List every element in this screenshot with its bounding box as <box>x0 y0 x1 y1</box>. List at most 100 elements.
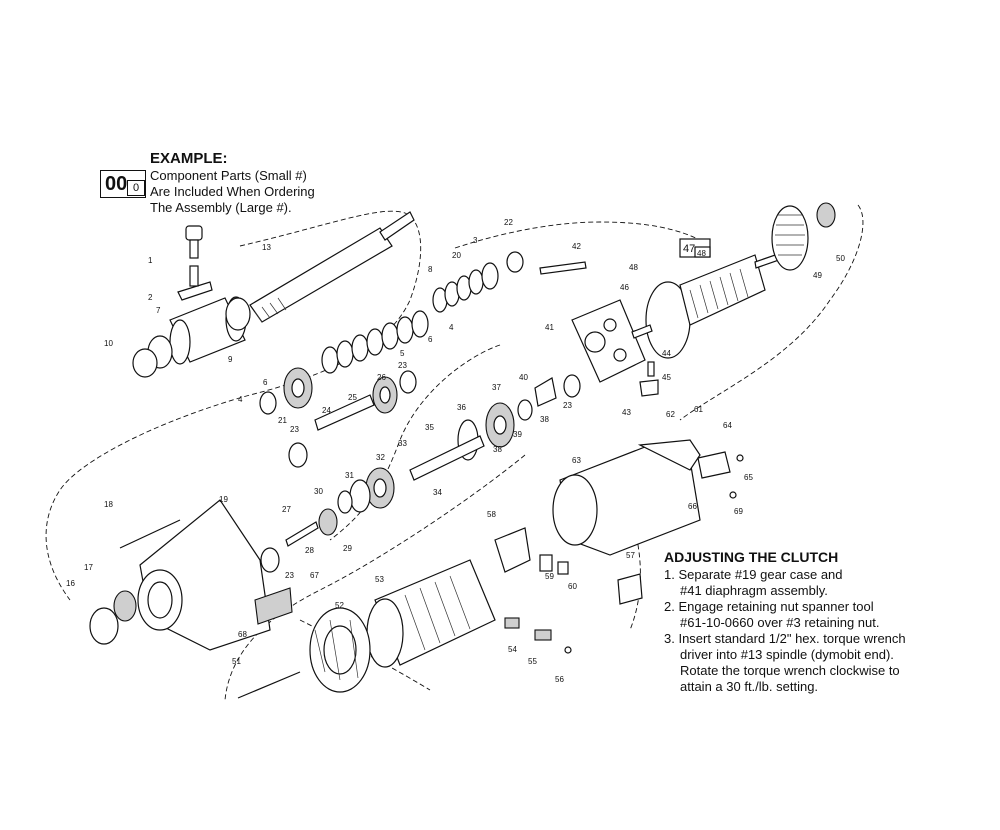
callout-20: 20 <box>452 251 461 260</box>
callout-38: 38 <box>493 445 502 454</box>
part-65-screw <box>736 454 744 462</box>
callout-55: 55 <box>528 657 537 666</box>
part-44-spring <box>647 361 655 377</box>
part-23-bearing <box>563 374 581 398</box>
part-64-cover <box>697 451 731 479</box>
callout-10: 10 <box>104 339 113 348</box>
part-60-contact <box>557 561 569 575</box>
callout-57: 57 <box>626 551 635 560</box>
clutch-step-line: 2. Engage retaining nut spanner tool <box>664 599 874 614</box>
part-23-bearing <box>399 370 417 394</box>
part-26-gear <box>372 376 398 414</box>
part-63-motor-housing <box>552 444 701 556</box>
callout-34: 34 <box>433 488 442 497</box>
callout-53: 53 <box>375 575 384 584</box>
part-69-screw <box>729 491 737 499</box>
callout-23: 23 <box>290 425 299 434</box>
callout-35: 35 <box>425 423 434 432</box>
part-51-screw <box>237 671 301 699</box>
assembly-guide-line <box>45 210 422 601</box>
callout-56: 56 <box>555 675 564 684</box>
part-16-ring <box>89 607 119 645</box>
part-52-stator <box>309 607 371 693</box>
part-41-diaphragm <box>571 299 646 383</box>
part-58-switch <box>494 527 531 573</box>
callout-13: 13 <box>262 243 271 252</box>
callout-58: 58 <box>487 510 496 519</box>
callout-5: 5 <box>400 349 405 358</box>
callout-69: 69 <box>734 507 743 516</box>
example-line: The Assembly (Large #). <box>150 200 292 215</box>
assembly-tag-big: 47 <box>683 243 695 255</box>
callout-50: 50 <box>836 254 845 263</box>
example-small-number: 0 <box>127 180 145 196</box>
part-42-key <box>539 261 587 275</box>
callout-59: 59 <box>545 572 554 581</box>
clutch-step-line: 1. Separate #19 gear case and <box>664 567 843 582</box>
callout-21: 21 <box>278 416 287 425</box>
part-40-plate <box>534 377 557 407</box>
callout-54: 54 <box>508 645 517 654</box>
callout-63: 63 <box>572 456 581 465</box>
callout-18: 18 <box>104 500 113 509</box>
part-57-switch-block <box>617 573 643 605</box>
callout-23: 23 <box>398 361 407 370</box>
part-23-bearing <box>288 442 308 468</box>
part-47-armature <box>631 253 780 359</box>
clutch-step-line: #41 diaphragm assembly. <box>680 583 828 598</box>
part-31-clutch <box>349 479 371 513</box>
part-68-nameplate <box>254 587 293 625</box>
callout-51: 51 <box>232 657 241 666</box>
callout-37: 37 <box>492 383 501 392</box>
callout-43: 43 <box>622 408 631 417</box>
part-53-field-housing <box>366 559 496 668</box>
callout-4: 4 <box>238 395 243 404</box>
callout-44: 44 <box>662 349 671 358</box>
callout-39: 39 <box>513 430 522 439</box>
part-45-clip <box>639 379 659 397</box>
callout-36: 36 <box>457 403 466 412</box>
callout-30: 30 <box>314 487 323 496</box>
callout-40: 40 <box>519 373 528 382</box>
callout-66: 66 <box>688 502 697 511</box>
part-49-fan-housing <box>771 205 809 271</box>
callout-4: 4 <box>449 323 454 332</box>
example-assembly-box: 00 0 <box>100 170 146 198</box>
callout-7: 7 <box>156 306 161 315</box>
assembly-tag-47-48: 47 48 <box>679 238 711 258</box>
callout-33: 33 <box>398 439 407 448</box>
example-line: Are Included When Ordering <box>150 184 315 199</box>
callout-49: 49 <box>813 271 822 280</box>
callout-1: 1 <box>148 256 153 265</box>
washer-stack-upper <box>432 251 524 313</box>
assembly-guide-line <box>224 454 526 701</box>
callout-3: 3 <box>473 236 478 245</box>
callout-52: 52 <box>335 601 344 610</box>
part-23-bearing <box>260 547 280 573</box>
part-13-spindle <box>249 211 415 323</box>
callout-17: 17 <box>84 563 93 572</box>
part-29-gear <box>318 508 338 536</box>
part-24-shaft <box>314 394 375 431</box>
part-56-screw <box>564 646 572 654</box>
assembly-guide-line <box>679 204 864 421</box>
part-54-brush <box>504 617 520 629</box>
callout-48: 48 <box>629 263 638 272</box>
example-title: EXAMPLE: <box>150 150 228 167</box>
callout-24: 24 <box>322 406 331 415</box>
part-30-washer <box>337 490 353 514</box>
part-19-gear-case <box>137 499 271 651</box>
part-17-bearing <box>113 590 137 622</box>
washer-stack-middle <box>321 310 429 374</box>
part-61-handle <box>637 439 701 471</box>
clutch-step-line: driver into #13 spindle (dymobit end). <box>680 647 894 662</box>
callout-61: 61 <box>694 405 703 414</box>
clutch-step-line: 3. Insert standard 1/2" hex. torque wren… <box>664 631 906 646</box>
callout-68: 68 <box>238 630 247 639</box>
clutch-step-line: #61-10-0660 over #3 retaining nut. <box>680 615 880 630</box>
callout-41: 41 <box>545 323 554 332</box>
callout-65: 65 <box>744 473 753 482</box>
callout-29: 29 <box>343 544 352 553</box>
example-line: Component Parts (Small #) <box>150 168 307 183</box>
